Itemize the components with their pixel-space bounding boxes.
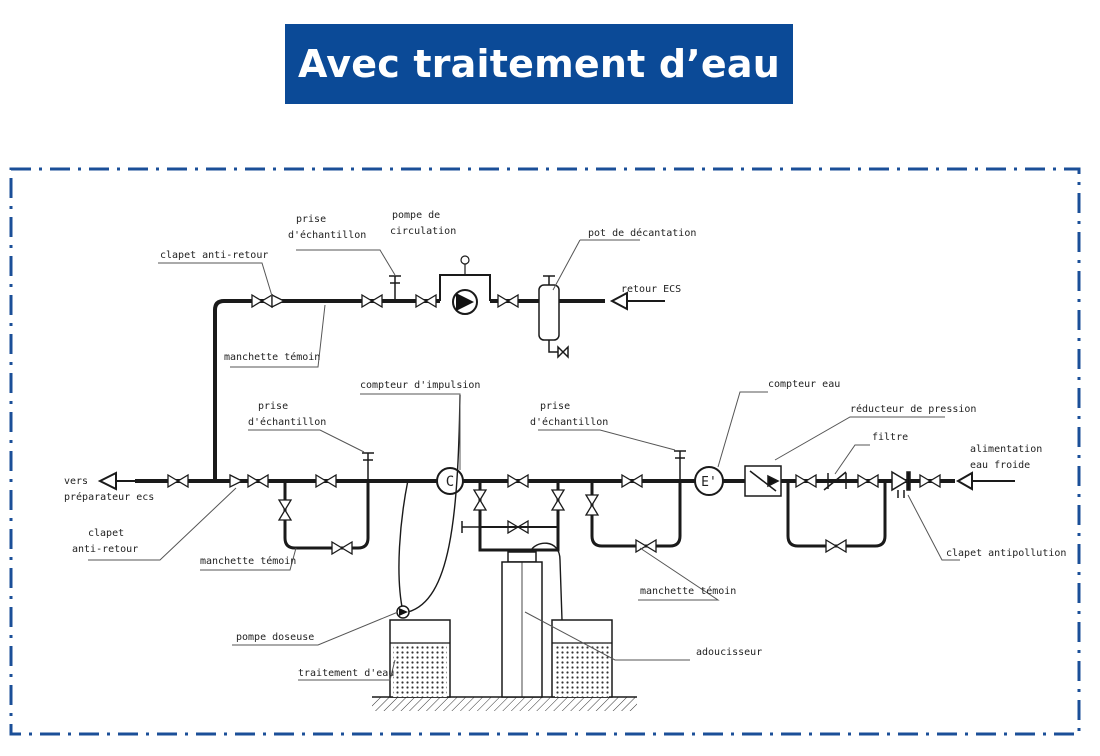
- check-valve-icon: [271, 293, 286, 309]
- label-compteur-eau: compteur eau: [768, 379, 840, 390]
- valve-icon: [795, 474, 817, 488]
- label-clapet-antipollution: clapet antipollution: [946, 548, 1066, 559]
- valve-icon: [497, 294, 519, 308]
- label-pompe-circ-1: pompe de: [392, 210, 440, 221]
- label-manchette-right: manchette témoin: [640, 585, 736, 597]
- valve-icon: [919, 474, 941, 488]
- label-alimentation-1: alimentation: [970, 444, 1042, 455]
- label-pompe-circ-2: circulation: [390, 226, 456, 237]
- sample-tap-icon: [461, 521, 480, 533]
- valve-icon: [361, 294, 383, 308]
- sample-tap-icon: [389, 275, 401, 301]
- softener-column-icon: [501, 551, 543, 698]
- label-prise-mid-1: prise: [540, 401, 570, 412]
- decantation-pot-icon: [538, 275, 569, 359]
- dosing-pump-icon: [396, 605, 410, 619]
- label-adoucisseur: adoucisseur: [696, 647, 762, 658]
- floor-hatch: [372, 697, 637, 711]
- label-prise-left-2: d'échantillon: [248, 416, 326, 428]
- softener-bypass-pipe: [478, 481, 560, 552]
- valve-icon: [825, 539, 847, 553]
- label-clapet-anti-retour-top: clapet anti-retour: [160, 250, 268, 261]
- label-prise-mid-2: d'échantillon: [530, 416, 608, 428]
- sample-tap-icon: [362, 452, 374, 481]
- label-manchette-left: manchette témoin: [200, 555, 296, 567]
- valve-icon: [278, 499, 292, 521]
- label-compteur-impulsion: compteur d'impulsion: [360, 380, 480, 391]
- valve-icon: [251, 294, 273, 308]
- label-filtre: filtre: [872, 432, 908, 443]
- dosing-hoses: [398, 394, 563, 621]
- label-prise-top-1: prise: [296, 214, 326, 225]
- label-vers-2: préparateur ecs: [64, 491, 154, 503]
- label-vers-1: vers: [64, 476, 88, 487]
- valve-icon: [247, 474, 269, 488]
- leader-lines-main: [88, 391, 960, 681]
- label-retour-ecs: retour ECS: [621, 284, 681, 295]
- valve-icon: [551, 489, 565, 511]
- backflow-preventer-icon: [891, 470, 911, 498]
- label-clapet-bottom-2: anti-retour: [72, 544, 138, 555]
- valve-icon: [415, 294, 437, 308]
- valve-icon: [621, 474, 643, 488]
- label-manchette-top: manchette témoin: [224, 351, 320, 363]
- title-banner: Avec traitement d’eau: [285, 24, 793, 104]
- label-pompe-doseuse: pompe doseuse: [236, 632, 314, 643]
- pressure-reducer-icon: [744, 465, 782, 497]
- label-compteur-e: E': [701, 475, 717, 490]
- return-arrow-icon: [609, 291, 665, 311]
- label-reducteur: réducteur de pression: [850, 403, 976, 415]
- sample-tap-icon: [674, 450, 686, 481]
- valve-icon: [857, 474, 879, 488]
- valve-icon: [635, 539, 657, 553]
- page-title: Avec traitement d’eau: [298, 42, 780, 86]
- label-compteur-c: C: [446, 474, 454, 490]
- left-bypass-pipe: [283, 481, 370, 550]
- circulation-pump-icon: [452, 255, 478, 315]
- valve-icon: [167, 474, 189, 488]
- label-clapet-bottom-1: clapet: [88, 528, 124, 539]
- label-pot-decantation: pot de décantation: [588, 227, 696, 239]
- valve-icon: [507, 474, 529, 488]
- right-bypass-pipe: [590, 481, 682, 548]
- label-prise-top-2: d'échantillon: [288, 229, 366, 241]
- reducer-bypass-pipe: [786, 481, 887, 548]
- inlet-arrow-icon: [955, 471, 1015, 491]
- label-alimentation-2: eau froide: [970, 460, 1030, 471]
- dashed-frame: [9, 167, 1081, 736]
- check-valve-icon: [229, 473, 244, 489]
- valve-icon: [331, 541, 353, 555]
- label-traitement-eau: traitement d'eau: [298, 668, 394, 679]
- valve-icon: [315, 474, 337, 488]
- treatment-tank-icon: [389, 619, 451, 698]
- water-meter-icon: E': [694, 466, 724, 496]
- valve-icon: [473, 489, 487, 511]
- outlet-arrow-icon: [97, 471, 160, 491]
- valve-icon: [585, 494, 599, 516]
- filter-icon: [823, 471, 847, 491]
- label-prise-left-1: prise: [258, 401, 288, 412]
- leader-lines-top: [158, 239, 640, 368]
- impulse-meter-icon: C: [436, 467, 464, 495]
